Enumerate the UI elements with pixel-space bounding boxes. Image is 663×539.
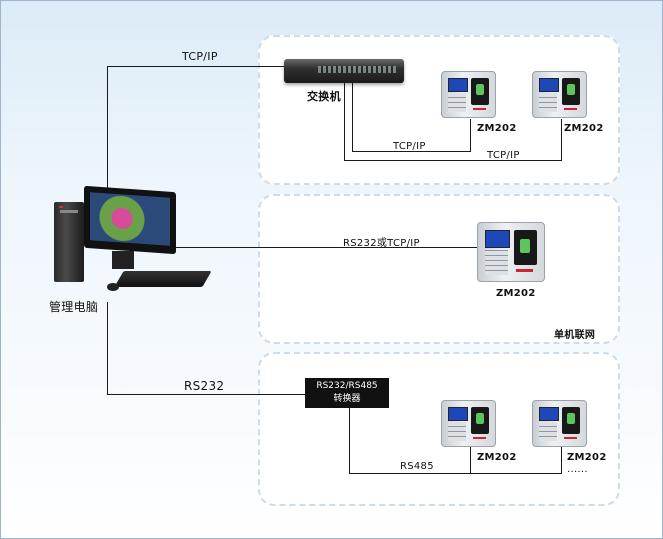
- device-label: ZM202: [564, 123, 604, 134]
- device1-riser: [470, 119, 471, 152]
- rs232-rs485-converter: RS232/RS485 转换器: [305, 378, 389, 408]
- pc-down-vertical: [107, 302, 108, 395]
- network-switch: [284, 59, 404, 83]
- rs232-tcpip-link-label: RS232或TCP/IP: [343, 238, 420, 249]
- pc-to-switch-line: [107, 66, 285, 67]
- bus-device2-riser: [561, 444, 562, 474]
- monitor-stand: [112, 251, 134, 269]
- pc-monitor: [84, 185, 176, 255]
- switch-drop-2: [352, 83, 353, 151]
- zm202-terminal: [441, 400, 496, 447]
- mouse: [107, 283, 119, 291]
- pc-uplink-vertical: [107, 66, 108, 191]
- switch-to-device1-line: [352, 151, 470, 152]
- zm202-terminal: [477, 222, 545, 282]
- standalone-network-label: 单机联网: [554, 330, 596, 341]
- zm202-terminal: [441, 71, 496, 118]
- tcpip-link2-label: TCP/IP: [487, 150, 520, 161]
- pc-label: 管理电脑: [49, 300, 99, 314]
- switch-to-device2-line: [344, 160, 561, 161]
- pc-tower: [54, 202, 84, 282]
- network-panel-standalone: [258, 194, 620, 344]
- converter-model-text: RS232/RS485: [316, 381, 378, 391]
- device-label: ZM202: [477, 452, 517, 463]
- rs485-bus-line: [349, 473, 561, 474]
- keyboard: [114, 271, 212, 287]
- device-label: ZM202: [567, 452, 607, 463]
- device-label: ZM202: [477, 123, 517, 134]
- zm202-terminal: [532, 71, 587, 118]
- zm202-terminal: [532, 400, 587, 447]
- rs485-bus-label: RS485: [400, 461, 434, 472]
- bus-device1-riser: [470, 444, 471, 474]
- device2-riser: [561, 119, 562, 161]
- converter-name-text: 转换器: [333, 394, 361, 404]
- tcpip-uplink-label: TCP/IP: [182, 50, 218, 63]
- pc-to-converter-line: [107, 394, 305, 395]
- tcpip-link1-label: TCP/IP: [393, 141, 426, 152]
- switch-label: 交换机: [307, 90, 341, 103]
- rs232-uplink-label: RS232: [184, 379, 225, 393]
- more-devices-ellipsis: ......: [567, 464, 588, 475]
- switch-drop-1: [344, 83, 345, 160]
- device-label: ZM202: [496, 288, 536, 299]
- pc-to-device-line: [173, 247, 479, 248]
- converter-drop: [349, 408, 350, 474]
